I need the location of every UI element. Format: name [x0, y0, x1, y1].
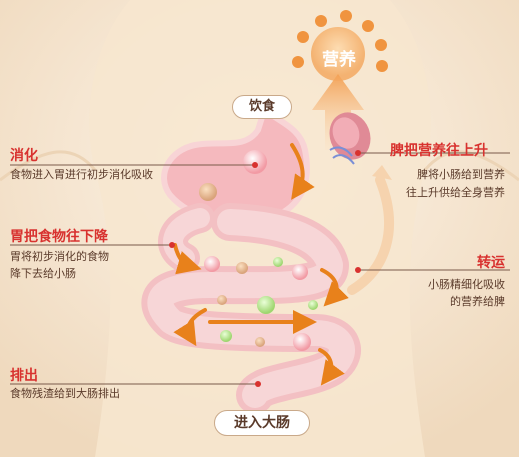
- leader-dots: [169, 150, 361, 387]
- nutrition-label: 营养: [322, 50, 356, 70]
- transport-desc-line1: 小肠精细化吸收: [428, 278, 505, 291]
- excrete-desc: 食物残渣给到大肠排出: [10, 387, 120, 400]
- food-input-label: 饮食: [232, 95, 292, 119]
- nutrition-sun-icon: [292, 10, 388, 81]
- large-intestine-label: 进入大肠: [214, 410, 310, 436]
- flow-arrows: [173, 143, 349, 386]
- transport-desc-line2: 的营养给脾: [450, 295, 505, 308]
- food-particles: [199, 150, 318, 351]
- transport-title: 转运: [477, 255, 505, 271]
- leader-lines: [10, 152, 510, 385]
- spleen-icon: [329, 112, 371, 165]
- stomach-down-desc-line1: 胃将初步消化的食物: [10, 250, 109, 263]
- spleen-up-title: 脾把营养往上升: [390, 143, 488, 159]
- excrete-title: 排出: [10, 368, 38, 384]
- spleen-up-desc-line2: 往上升供给全身营养: [406, 186, 505, 199]
- stomach-down-title: 胃把食物往下降: [10, 229, 108, 245]
- spleen-up-arrow-icon: [347, 175, 394, 295]
- digest-title: 消化: [10, 148, 38, 164]
- digest-desc: 食物进入胃进行初步消化吸收: [10, 168, 153, 181]
- stomach-down-desc-line2: 降下去给小肠: [10, 267, 76, 280]
- spleen-up-desc-line1: 脾将小肠给到营养: [417, 168, 505, 181]
